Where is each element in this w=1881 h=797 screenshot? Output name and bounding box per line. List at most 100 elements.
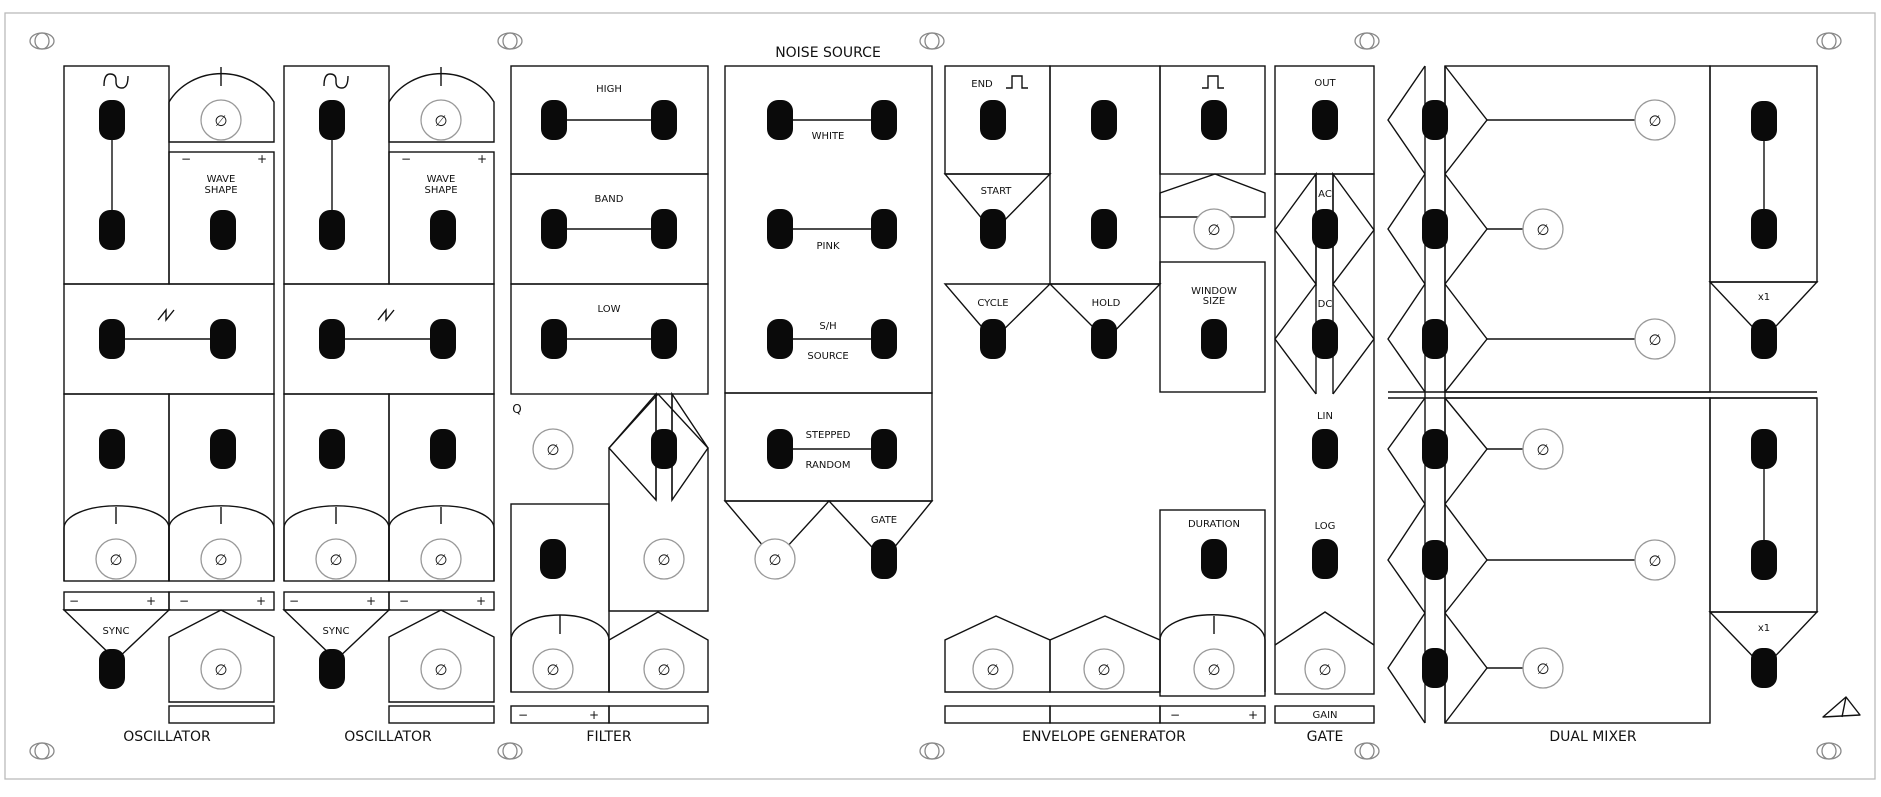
envelope-hold-out-jack[interactable] bbox=[1091, 100, 1117, 140]
osc2-saw-out-jack[interactable] bbox=[430, 319, 456, 359]
mixer-level-knob-6[interactable] bbox=[1522, 647, 1564, 689]
filter-audio-in-jack[interactable] bbox=[651, 429, 677, 469]
mixer-level-knob-5[interactable] bbox=[1634, 539, 1676, 581]
gate-ac-jack[interactable] bbox=[1312, 209, 1338, 249]
osc2-saw-in-jack[interactable] bbox=[319, 319, 345, 359]
envelope-attack-knob[interactable] bbox=[972, 648, 1014, 690]
filter-low-out-jack[interactable] bbox=[651, 319, 677, 359]
osc1-pw-knob[interactable] bbox=[200, 538, 242, 580]
mixer-out-a-x1-jack[interactable] bbox=[1751, 319, 1777, 359]
gate-dc-jack[interactable] bbox=[1312, 319, 1338, 359]
envelope-cycle-jack[interactable] bbox=[980, 319, 1006, 359]
envelope-duration-label: DURATION bbox=[1188, 519, 1240, 530]
mixer-in-jack-4[interactable] bbox=[1422, 429, 1448, 469]
gate-out-jack[interactable] bbox=[1312, 100, 1338, 140]
noise-pink-jack-2[interactable] bbox=[871, 209, 897, 249]
osc2-pw-jack[interactable] bbox=[430, 429, 456, 469]
noise-pink-jack-1[interactable] bbox=[767, 209, 793, 249]
envelope-minus: − bbox=[1170, 708, 1180, 722]
mixer-level-knob-3[interactable] bbox=[1634, 318, 1676, 360]
filter-plus: + bbox=[589, 708, 599, 722]
osc2-sync-label: SYNC bbox=[323, 626, 350, 637]
mixer-level-knob-2[interactable] bbox=[1522, 208, 1564, 250]
filter-freq-knob[interactable] bbox=[532, 648, 574, 690]
mixer-in-jack-3[interactable] bbox=[1422, 319, 1448, 359]
osc1-shape-minus: − bbox=[181, 152, 191, 166]
mixer-level-knob-1[interactable] bbox=[1634, 99, 1676, 141]
mixer-level-knob-4[interactable] bbox=[1522, 428, 1564, 470]
mixer-out-a-jack-2[interactable] bbox=[1751, 209, 1777, 249]
osc1-wave-shape-jack[interactable] bbox=[210, 210, 236, 250]
noise-rate-knob[interactable] bbox=[754, 538, 796, 580]
osc2-shape-label: SHAPE bbox=[424, 185, 457, 196]
noise-stepped-jack-1[interactable] bbox=[767, 429, 793, 469]
mixer-in-jack-1[interactable] bbox=[1422, 100, 1448, 140]
osc2-level-knob[interactable] bbox=[420, 99, 462, 141]
osc2-tune-knob[interactable] bbox=[420, 648, 462, 690]
filter-cv-knob[interactable] bbox=[643, 538, 685, 580]
filter-band-in-jack[interactable] bbox=[541, 209, 567, 249]
envelope-duration-knob[interactable] bbox=[1193, 648, 1235, 690]
osc2-fm-knob[interactable] bbox=[315, 538, 357, 580]
gate-ac-label: AC bbox=[1318, 189, 1332, 200]
osc1-saw-in-jack[interactable] bbox=[99, 319, 125, 359]
osc2-sine-out-jack[interactable] bbox=[319, 100, 345, 140]
mixer-out-a-jack-1[interactable] bbox=[1751, 101, 1777, 141]
envelope-pulse-jack[interactable] bbox=[1201, 100, 1227, 140]
osc1-saw-out-jack[interactable] bbox=[210, 319, 236, 359]
gate-gain-knob[interactable] bbox=[1304, 648, 1346, 690]
filter-high-out-jack[interactable] bbox=[651, 100, 677, 140]
envelope-duration-jack[interactable] bbox=[1201, 539, 1227, 579]
filter-minus: − bbox=[518, 708, 528, 722]
gate-lin-jack[interactable] bbox=[1312, 429, 1338, 469]
osc2-fm-jack[interactable] bbox=[319, 429, 345, 469]
osc1-tune-knob[interactable] bbox=[200, 648, 242, 690]
envelope-end-jack[interactable] bbox=[980, 100, 1006, 140]
envelope-window-jack[interactable] bbox=[1201, 319, 1227, 359]
osc1-level-knob[interactable] bbox=[200, 99, 242, 141]
mixer-out-b-jack-1[interactable] bbox=[1751, 429, 1777, 469]
osc1-pw-jack[interactable] bbox=[210, 429, 236, 469]
mixer-out-b-jack-2[interactable] bbox=[1751, 540, 1777, 580]
envelope-hold-in-jack[interactable] bbox=[1091, 209, 1117, 249]
envelope-hold-knob[interactable] bbox=[1083, 648, 1125, 690]
filter-cv-jack[interactable] bbox=[540, 539, 566, 579]
osc2-sync-jack[interactable] bbox=[319, 649, 345, 689]
osc1-shape-label: SHAPE bbox=[204, 185, 237, 196]
osc1-shape-plus: + bbox=[257, 152, 267, 166]
osc1-section-title: OSCILLATOR bbox=[123, 729, 211, 745]
filter-high-in-jack[interactable] bbox=[541, 100, 567, 140]
noise-stepped-jack-2[interactable] bbox=[871, 429, 897, 469]
mixer-in-jack-2[interactable] bbox=[1422, 209, 1448, 249]
mixer-in-jack-5[interactable] bbox=[1422, 540, 1448, 580]
noise-sh-jack-1[interactable] bbox=[767, 319, 793, 359]
filter-q-knob[interactable] bbox=[532, 428, 574, 470]
osc2-section-title: OSCILLATOR bbox=[344, 729, 432, 745]
filter-band-out-jack[interactable] bbox=[651, 209, 677, 249]
envelope-start-jack[interactable] bbox=[980, 209, 1006, 249]
noise-gate-jack[interactable] bbox=[871, 539, 897, 579]
noise-white-jack-2[interactable] bbox=[871, 100, 897, 140]
osc2-sine-in-jack[interactable] bbox=[319, 210, 345, 250]
envelope-window-knob[interactable] bbox=[1193, 208, 1235, 250]
osc1-sync-jack[interactable] bbox=[99, 649, 125, 689]
osc2-pw-plus: + bbox=[476, 594, 486, 608]
osc1-sine-in-jack[interactable] bbox=[99, 210, 125, 250]
noise-white-jack-1[interactable] bbox=[767, 100, 793, 140]
gate-log-jack[interactable] bbox=[1312, 539, 1338, 579]
osc1-fm-jack[interactable] bbox=[99, 429, 125, 469]
osc1-sine-out-jack[interactable] bbox=[99, 100, 125, 140]
filter-mod-knob[interactable] bbox=[643, 648, 685, 690]
filter-low-in-jack[interactable] bbox=[541, 319, 567, 359]
osc1-fm-knob[interactable] bbox=[95, 538, 137, 580]
osc1-fm-plus: + bbox=[146, 594, 156, 608]
mixer-section-title: DUAL MIXER bbox=[1549, 729, 1636, 745]
osc2-wave-shape-jack[interactable] bbox=[430, 210, 456, 250]
mixer-in-jack-6[interactable] bbox=[1422, 648, 1448, 688]
osc2-pw-knob[interactable] bbox=[420, 538, 462, 580]
envelope-hold-jack[interactable] bbox=[1091, 319, 1117, 359]
osc1-pw-plus: + bbox=[256, 594, 266, 608]
noise-sh-jack-2[interactable] bbox=[871, 319, 897, 359]
mixer-out-b-x1-jack[interactable] bbox=[1751, 648, 1777, 688]
